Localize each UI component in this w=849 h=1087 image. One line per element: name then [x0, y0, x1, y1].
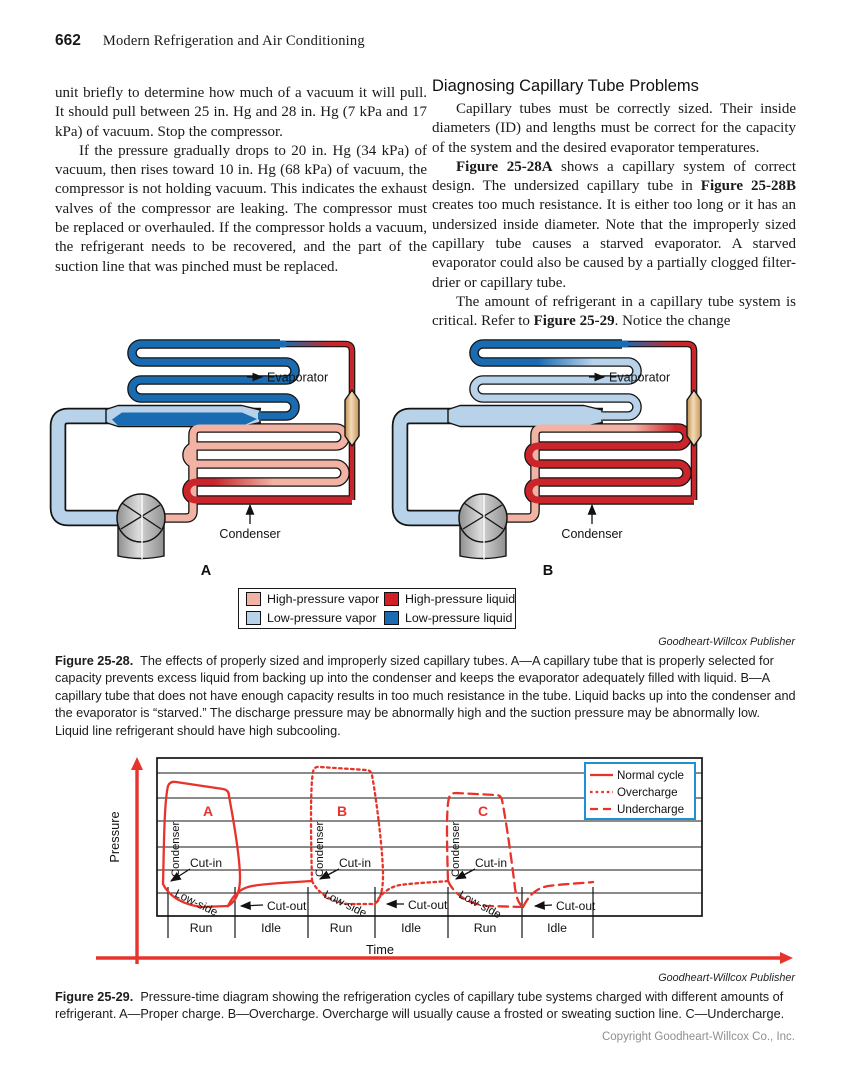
- suction-accumulator: [447, 404, 603, 428]
- svg-text:Idle: Idle: [261, 921, 281, 935]
- compressor: [458, 493, 508, 560]
- legend-label: Low-pressure liquid: [405, 610, 513, 625]
- svg-text:Cut-in: Cut-in: [339, 856, 371, 870]
- axes: [96, 757, 793, 964]
- section-heading: Diagnosing Capillary Tube Problems: [432, 77, 699, 95]
- svg-text:Run: Run: [330, 921, 353, 935]
- paragraph: Capillary tubes must be correctly sized.…: [432, 101, 796, 156]
- condenser-label: Condenser: [219, 527, 280, 541]
- svg-text:Cut-out: Cut-out: [267, 899, 307, 913]
- cut-out-annotations: Cut-out Cut-out Cut-out: [239, 898, 596, 913]
- x-axis-label: Time: [366, 942, 394, 957]
- figure-25-28-diagram-b: Evaporator Condenser B: [391, 339, 702, 580]
- svg-text:Cut-in: Cut-in: [190, 856, 222, 870]
- figure-25-28-caption: Figure 25-28. The effects of properly si…: [55, 654, 796, 738]
- right-column: Diagnosing Capillary Tube Problems Capil…: [432, 76, 796, 332]
- high-pressure-liquid-swatch: [384, 592, 399, 607]
- axis-labels: Pressure Time: [107, 811, 394, 957]
- suction-line: [51, 409, 261, 525]
- legend-undercharge: Undercharge: [617, 803, 684, 816]
- overcharge-cycle-curve: [309, 765, 450, 906]
- page-header: 662 Modern Refrigeration and Air Conditi…: [55, 32, 795, 50]
- publisher-credit: Goodheart-Willcox Publisher: [658, 972, 795, 984]
- left-column: unit briefly to determine how much of a …: [55, 84, 427, 277]
- cut-in-annotations: Cut-in Cut-in Cut-in: [170, 856, 507, 882]
- legend-label: High-pressure liquid: [405, 592, 516, 607]
- diagram-labels: Evaporator Condenser B: [543, 371, 670, 580]
- svg-text:Idle: Idle: [401, 921, 421, 935]
- legend-item: High-pressure vapor: [246, 592, 384, 607]
- legend-item: Low-pressure vapor: [246, 610, 384, 625]
- filter-drier: [686, 389, 702, 447]
- svg-text:C: C: [478, 803, 488, 819]
- suction-line: [393, 409, 603, 525]
- publisher-credit: Goodheart-Willcox Publisher: [658, 636, 795, 648]
- evaporator-coil: [470, 340, 641, 420]
- svg-text:Run: Run: [474, 921, 497, 935]
- legend-label: Low-pressure vapor: [267, 610, 377, 625]
- filter-drier: [344, 389, 360, 447]
- svg-text:Condenser: Condenser: [314, 821, 326, 877]
- evaporator-label: Evaporator: [267, 371, 328, 385]
- evaporator-coil: [128, 340, 299, 420]
- svg-text:Cut-out: Cut-out: [408, 898, 448, 912]
- figure-25-29-caption: Figure 25-29. Pressure-time diagram show…: [55, 990, 785, 1022]
- paragraph: The amount of refrigerant in a capillary…: [432, 293, 796, 330]
- page-number: 662: [55, 32, 81, 49]
- segment-labels: Run Idle Run Idle Run Idle: [190, 921, 567, 935]
- diagram-a-label: A: [201, 563, 212, 579]
- copyright-notice: Copyright Goodheart-Willcox Co., Inc.: [601, 1031, 795, 1043]
- compressor: [116, 493, 166, 560]
- evaporator-label: Evaporator: [609, 371, 670, 385]
- condenser-label: Condenser: [561, 527, 622, 541]
- legend-overcharge: Overcharge: [617, 786, 678, 799]
- diagram-b-label: B: [543, 563, 553, 579]
- legend-item: Low-pressure liquid: [384, 610, 524, 625]
- svg-text:A: A: [203, 803, 213, 819]
- legend-item: High-pressure liquid: [384, 592, 524, 607]
- paragraph: unit briefly to determine how much of a …: [55, 85, 427, 140]
- svg-text:Cut-out: Cut-out: [556, 899, 596, 913]
- cycle-letters: A B C: [203, 803, 488, 819]
- low-pressure-vapor-swatch: [246, 610, 261, 625]
- liquid-pool: [112, 412, 257, 426]
- svg-text:Idle: Idle: [547, 921, 567, 935]
- y-axis-label: Pressure: [107, 811, 122, 862]
- low-pressure-liquid-swatch: [384, 610, 399, 625]
- svg-text:Run: Run: [190, 921, 213, 935]
- paragraph: If the pressure gradually drops to 20 in…: [55, 142, 427, 275]
- condenser-coil: [500, 424, 694, 522]
- svg-text:Cut-in: Cut-in: [475, 856, 507, 870]
- running-title: Modern Refrigeration and Air Conditionin…: [102, 33, 365, 49]
- condenser-coil: [158, 424, 352, 522]
- svg-text:B: B: [337, 803, 347, 819]
- cycle-curves: [161, 765, 595, 909]
- high-pressure-vapor-swatch: [246, 592, 261, 607]
- svg-text:Condenser: Condenser: [450, 821, 462, 877]
- legend-normal-cycle: Normal cycle: [617, 769, 684, 782]
- svg-text:Condenser: Condenser: [170, 821, 182, 877]
- chart-legend: Normal cycle Overcharge Undercharge: [584, 762, 696, 820]
- legend-label: High-pressure vapor: [267, 592, 380, 607]
- figure-25-29-chart: Condenser Condenser Condenser A B C Cut-…: [96, 757, 793, 964]
- undercharge-cycle-curve: [445, 791, 595, 909]
- liquid-line: [284, 341, 355, 500]
- figure-25-28-diagram-a: Evaporator Condenser A: [49, 339, 360, 580]
- condenser-annotations: Condenser Condenser Condenser: [170, 821, 462, 877]
- liquid-line: [626, 341, 697, 500]
- diagram-labels: Evaporator Condenser A: [201, 371, 328, 580]
- normal-cycle-curve: [161, 780, 314, 909]
- paragraph: Figure 25-28A shows a capillary system o…: [432, 158, 796, 291]
- figure-25-28-legend: High-pressure vapor High-pressure liquid…: [238, 588, 516, 629]
